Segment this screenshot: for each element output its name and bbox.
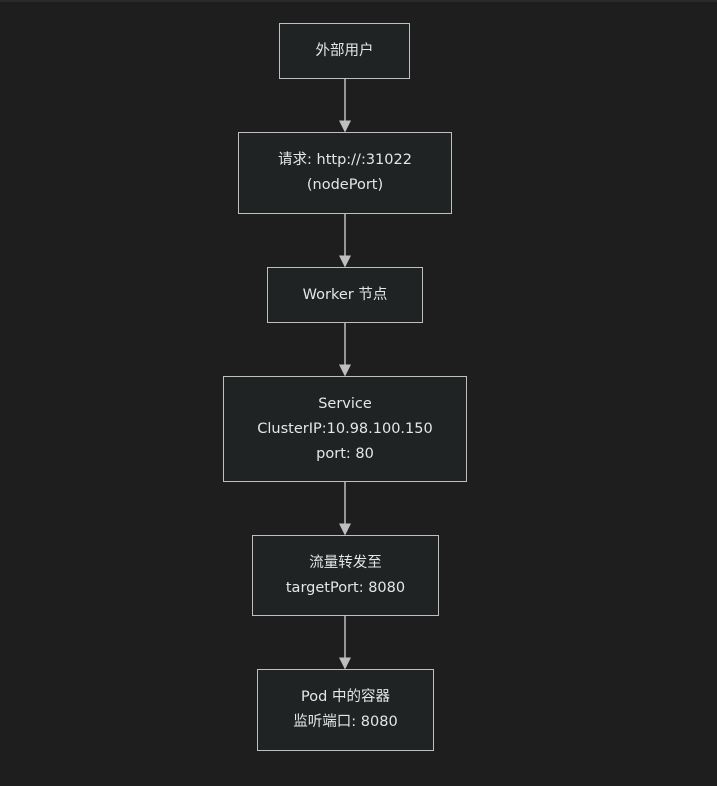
node-label: targetPort: 8080: [285, 579, 406, 596]
node-label: ClusterIP:10.98.100.150: [257, 420, 433, 437]
node-request[interactable]: 请求: http://:31022 (nodePort): [238, 132, 452, 214]
node-label: 流量转发至: [309, 554, 382, 571]
node-label: Worker 节点: [302, 286, 388, 303]
node-external-user[interactable]: 外部用户: [279, 23, 410, 79]
node-label: port: 80: [316, 445, 374, 462]
node-label: (nodePort): [306, 177, 384, 193]
node-label: 外部用户: [315, 42, 374, 59]
node-label: 请求: http://:31022: [278, 152, 412, 168]
node-label: Pod 中的容器: [301, 689, 390, 705]
node-forward[interactable]: 流量转发至 targetPort: 8080: [252, 535, 439, 616]
node-pod-container[interactable]: Pod 中的容器监听端口: 8080: [257, 669, 434, 751]
node-label: 监听端口: 8080: [293, 714, 398, 730]
top-border: [0, 0, 717, 2]
node-label: Service: [318, 395, 372, 412]
node-worker[interactable]: Worker 节点: [267, 267, 423, 323]
